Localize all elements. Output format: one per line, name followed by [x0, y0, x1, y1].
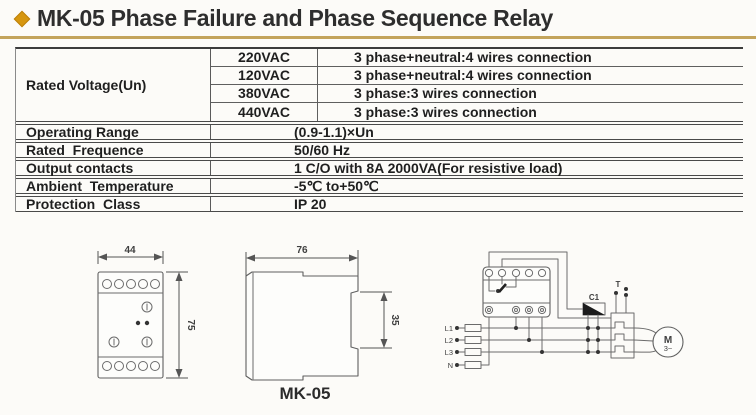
- diamond-bullet-icon: [13, 10, 31, 27]
- spec-row-value: -5℃ to+50℃: [294, 178, 379, 194]
- spec-row: Operating Range (0.9-1.1)×Un: [16, 124, 743, 140]
- front-bottom-terminals: [102, 361, 160, 371]
- line-label-n: N: [448, 361, 453, 370]
- relay-symbol: [482, 266, 551, 318]
- coil-wire: [488, 251, 584, 310]
- coil-label: C1: [589, 293, 600, 302]
- contactor-symbol: [610, 312, 635, 359]
- motor-symbol: M 3~: [633, 326, 684, 358]
- front-width-dimension: 44: [124, 245, 136, 256]
- spec-table: Rated Voltage(Un) 220VAC 3 phase+neutral…: [15, 47, 743, 212]
- sense-taps: [514, 316, 544, 354]
- front-top-terminals: [102, 279, 160, 289]
- voltage-option-desc: 3 phase:3 wires connection: [354, 104, 537, 120]
- spec-row: Output contacts 1 C/O with 8A 2000VA(For…: [16, 160, 743, 176]
- spec-row-value: 1 C/O with 8A 2000VA(For resistive load): [294, 160, 563, 176]
- voltage-section: Rated Voltage(Un) 220VAC 3 phase+neutral…: [16, 49, 743, 122]
- model-label: MK-05: [279, 384, 330, 403]
- line-label-l2: L2: [445, 336, 453, 345]
- side-notch-dimension: 35: [389, 314, 400, 326]
- voltage-option-value: 440VAC: [211, 103, 318, 121]
- aux-label: T: [616, 280, 621, 289]
- voltage-option-desc: 3 phase:3 wires connection: [318, 85, 743, 103]
- voltage-option-value: 220VAC: [211, 49, 318, 67]
- voltage-option-desc: 3 phase+neutral:4 wires connection: [318, 49, 743, 67]
- line-label-l1: L1: [445, 324, 453, 333]
- contactor-coil-symbol: C1: [582, 293, 606, 353]
- side-width-dimension: 76: [296, 245, 308, 256]
- voltage-option-value: 380VAC: [211, 85, 318, 103]
- voltage-option-value: 120VAC: [211, 67, 318, 85]
- spec-row-value: (0.9-1.1)×Un: [294, 124, 374, 140]
- spec-row-label: Operating Range: [16, 125, 211, 139]
- spec-row: Rated Frequence 50/60 Hz: [16, 142, 743, 158]
- contactor-wire: [501, 258, 612, 319]
- spec-row-label: Ambient Temperature: [16, 179, 211, 193]
- spec-row-label: Protection Class: [16, 197, 211, 211]
- diagrams-svg: 44: [97, 245, 684, 403]
- wiring-diagram: C1 T L1 L2: [445, 251, 684, 370]
- spec-row-label: Rated Frequence: [16, 143, 211, 157]
- front-height-dimension: 75: [185, 319, 196, 331]
- motor-phase-label: 3~: [664, 344, 673, 353]
- spec-row: Protection Class IP 20: [16, 196, 743, 212]
- motor-label: M: [664, 335, 672, 346]
- aux-terminal-symbol: T: [614, 280, 628, 314]
- page-title: MK-05 Phase Failure and Phase Sequence R…: [37, 5, 554, 31]
- spec-row-value: 50/60 Hz: [294, 142, 351, 158]
- adjustment-knobs: [108, 301, 153, 348]
- spec-row-label: Rated Voltage(Un): [16, 49, 211, 121]
- side-view-diagram: 76 35 MK-05: [245, 245, 400, 403]
- spec-row-label: Output contacts: [16, 161, 211, 175]
- diagram-area: 44: [0, 230, 756, 415]
- supply-lines: L1 L2 L3 N: [445, 316, 612, 370]
- front-view-diagram: 44: [97, 245, 196, 379]
- line-label-l3: L3: [445, 348, 453, 357]
- header-divider: [0, 36, 756, 39]
- junction-dots: [586, 326, 600, 354]
- page-header: MK-05 Phase Failure and Phase Sequence R…: [13, 5, 553, 32]
- voltage-option-desc: 3 phase+neutral:4 wires connection: [318, 67, 743, 85]
- spec-row-value: IP 20: [294, 196, 327, 212]
- spec-row: Ambient Temperature -5℃ to+50℃: [16, 178, 743, 194]
